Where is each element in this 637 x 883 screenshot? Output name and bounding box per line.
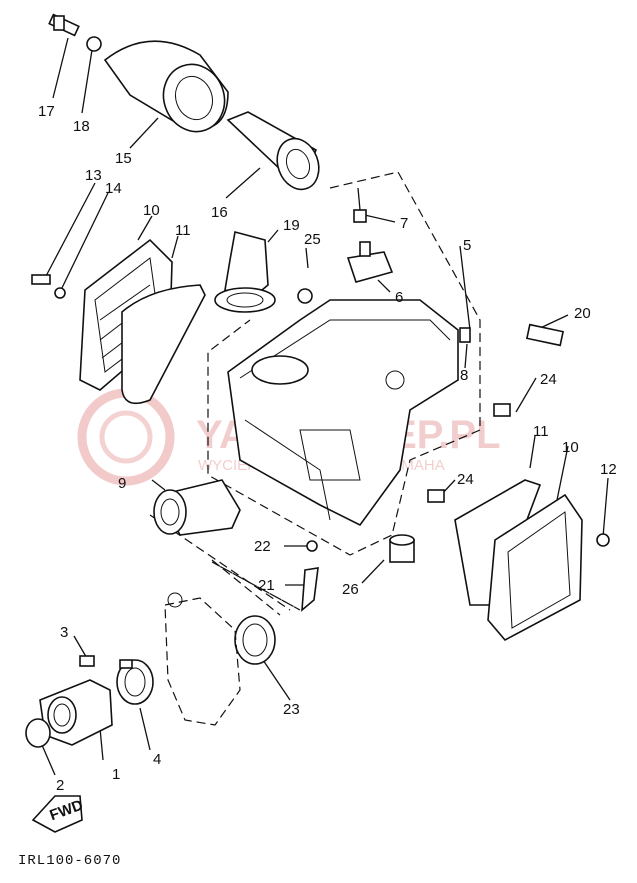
- callout-2: 2: [56, 777, 64, 794]
- callout-19: 19: [283, 217, 300, 234]
- bolt-part: [48, 13, 80, 37]
- fwd-arrow: FWD: [31, 795, 85, 833]
- cover-washer-part: [54, 287, 66, 299]
- screw-part: [596, 533, 610, 547]
- manifold-bolt-part: [79, 655, 95, 667]
- callout-10-right: 10: [562, 439, 579, 456]
- grommet-part: [297, 288, 313, 304]
- callout-11-left: 11: [175, 222, 191, 239]
- callout-23: 23: [283, 701, 300, 718]
- drain-plug-part: [389, 534, 415, 563]
- diagram-code: IRL100-6070: [18, 853, 121, 869]
- callout-10-left: 10: [143, 202, 160, 219]
- callout-labels: 17 18 15 16 13 14 10 11 19 25 7 5 6 20 8…: [38, 103, 617, 794]
- leader-lines: [41, 37, 609, 776]
- bracket-part: [346, 241, 394, 283]
- callout-11-right: 11: [533, 423, 549, 440]
- drain-tube-part: [301, 567, 319, 612]
- callout-16: 16: [211, 204, 228, 221]
- callout-4: 4: [153, 751, 161, 768]
- callout-1: 1: [112, 766, 120, 783]
- callout-13: 13: [85, 167, 102, 184]
- inner-filter-part: [226, 111, 320, 191]
- right-bolt-part-lower: [427, 489, 445, 503]
- callout-17: 17: [38, 103, 55, 120]
- carburetor-part: [164, 592, 241, 726]
- watermark-logo: [77, 388, 175, 486]
- callout-26: 26: [342, 581, 359, 598]
- callout-24-upper: 24: [540, 371, 557, 388]
- joint-part: [214, 231, 276, 313]
- callout-21: 21: [258, 577, 275, 594]
- sensor-part: [353, 187, 367, 223]
- parts: [25, 13, 610, 748]
- nut-part: [86, 36, 102, 52]
- callout-20: 20: [574, 305, 591, 322]
- callout-6: 6: [395, 289, 403, 306]
- callout-9: 9: [118, 475, 126, 492]
- band-clamp-part: [234, 615, 276, 665]
- callout-22: 22: [254, 538, 271, 555]
- callout-12: 12: [600, 461, 617, 478]
- callout-24-lower: 24: [457, 471, 474, 488]
- callout-18: 18: [73, 118, 90, 135]
- o-ring-part: [25, 718, 51, 748]
- callout-8: 8: [460, 367, 468, 384]
- right-bolt-part-upper: [493, 403, 511, 417]
- carburetor-clamp-part: [116, 659, 154, 705]
- air-filter-element: [103, 40, 229, 133]
- pad-part: [525, 323, 565, 347]
- callout-5: 5: [463, 237, 471, 254]
- left-gasket-part: [121, 284, 206, 405]
- callout-3: 3: [60, 624, 68, 641]
- callout-25: 25: [304, 231, 321, 248]
- right-cover-part: [487, 493, 583, 642]
- callout-14: 14: [105, 180, 122, 197]
- cover-bolt-part: [31, 274, 51, 285]
- callout-7: 7: [400, 215, 408, 232]
- intake-joint-part: [153, 479, 241, 536]
- air-box-case: [227, 299, 459, 527]
- callout-15: 15: [115, 150, 132, 167]
- clip-part: [459, 327, 471, 343]
- hose-clip-part: [306, 540, 318, 552]
